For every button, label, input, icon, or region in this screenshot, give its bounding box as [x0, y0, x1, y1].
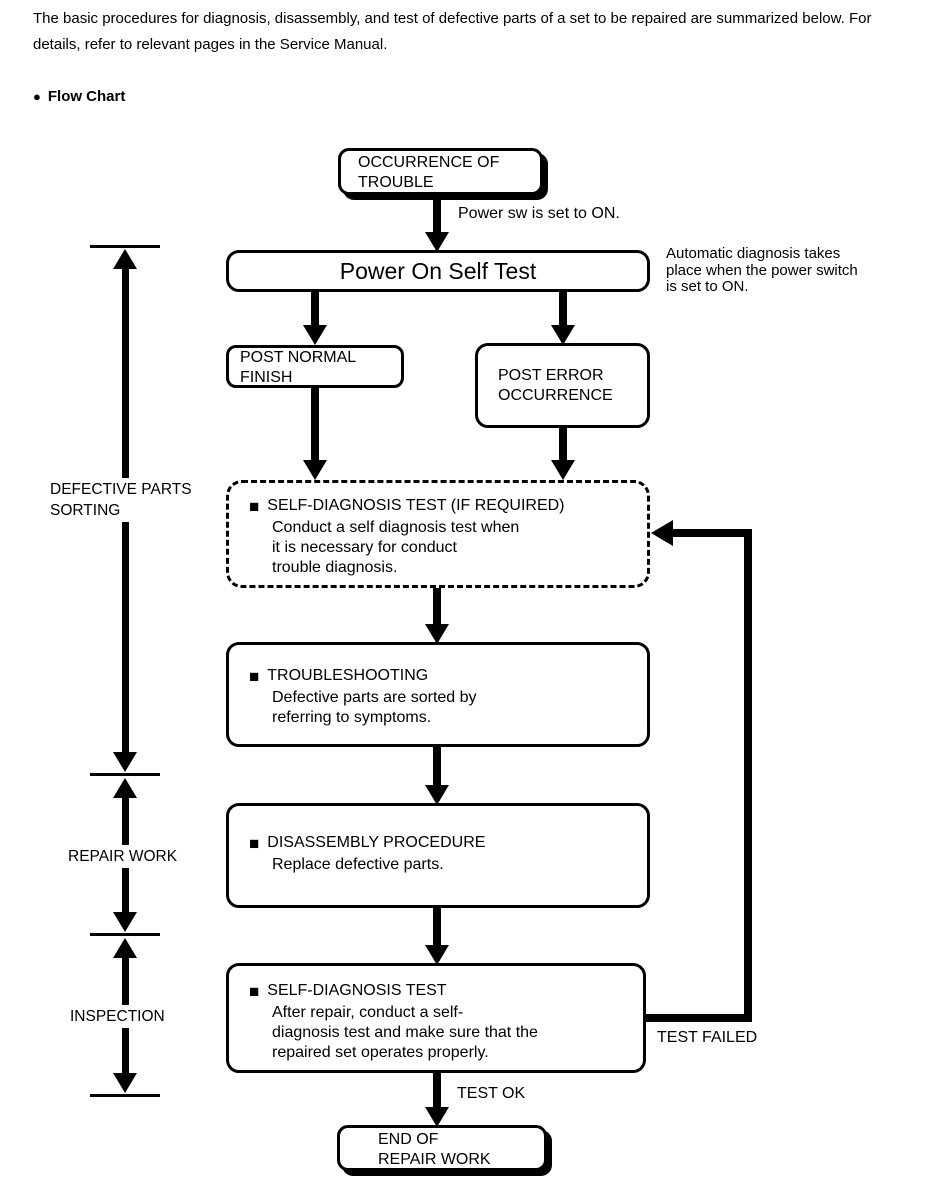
- arrowhead-down-icon: [551, 325, 575, 345]
- arrow-troubleshooting-to-disassembly: [425, 747, 449, 805]
- arrowhead-down-icon: [303, 460, 327, 480]
- occurrence-of-trouble-node: OCCURRENCE OF TROUBLE: [338, 148, 543, 195]
- arrow-post-to-error: [551, 292, 575, 345]
- post-normal-finish-node: POST NORMAL FINISH: [226, 345, 404, 388]
- self-diagnosis-if-required-node: ■ SELF-DIAGNOSIS TEST (IF REQUIRED) Cond…: [226, 480, 650, 588]
- node-title: TROUBLESHOOTING: [267, 667, 429, 684]
- section-label-inspection: INSPECTION: [68, 1005, 167, 1028]
- arrow-selfdiagtest-to-end: [425, 1073, 449, 1127]
- arrow-down-icon: [113, 752, 137, 772]
- arrowhead-down-icon: [425, 232, 449, 252]
- node-title: SELF-DIAGNOSIS TEST: [267, 982, 447, 999]
- black-square-icon: ■: [249, 833, 260, 853]
- arrow-down-icon: [113, 1073, 137, 1093]
- post-error-occurrence-node: POST ERROR OCCURRENCE: [475, 343, 650, 428]
- black-square-icon: ■: [249, 496, 260, 516]
- arrowhead-down-icon: [425, 1107, 449, 1127]
- flow-chart-heading: ● Flow Chart: [33, 88, 125, 105]
- arrow-post-to-normal: [303, 292, 327, 345]
- arrowhead-down-icon: [551, 460, 575, 480]
- arrowhead-down-icon: [303, 325, 327, 345]
- node-title: SELF-DIAGNOSIS TEST (IF REQUIRED): [267, 497, 565, 514]
- self-diagnosis-test-node: ■ SELF-DIAGNOSIS TEST After repair, cond…: [226, 963, 646, 1073]
- section-label-defective-parts-sorting: DEFECTIVE PARTS SORTING: [48, 478, 194, 522]
- black-square-icon: ■: [249, 981, 260, 1001]
- flow-chart-heading-label: Flow Chart: [47, 88, 126, 105]
- arrow-up-icon: [113, 249, 137, 269]
- test-failed-label: TEST FAILED: [657, 1029, 758, 1046]
- tick-mark-2: [90, 773, 160, 776]
- arrow-normal-to-selfdiag: [303, 388, 327, 480]
- power-sw-label: Power sw is set to ON.: [458, 205, 620, 222]
- disassembly-procedure-node: ■ DISASSEMBLY PROCEDURE Replace defectiv…: [226, 803, 650, 908]
- feedback-line-bottom: [645, 1014, 752, 1022]
- tick-mark-3: [90, 933, 160, 936]
- power-on-self-test-node: Power On Self Test: [226, 250, 650, 292]
- black-square-icon: ■: [249, 666, 260, 686]
- tick-mark-bottom: [90, 1094, 160, 1097]
- arrowhead-down-icon: [425, 785, 449, 805]
- section-label-repair-work: REPAIR WORK: [66, 845, 180, 868]
- arrowhead-down-icon: [425, 945, 449, 965]
- intro-paragraph-line-1: The basic procedures for diagnosis, disa…: [33, 10, 872, 27]
- arrow-up-icon: [113, 938, 137, 958]
- end-of-repair-work-node: END OF REPAIR WORK: [337, 1125, 547, 1171]
- tick-mark-top: [90, 245, 160, 248]
- arrowhead-left-icon: [651, 520, 673, 546]
- bullet-icon: ●: [33, 89, 41, 104]
- test-ok-label: TEST OK: [457, 1085, 526, 1102]
- arrow-disassembly-to-selfdiagtest: [425, 908, 449, 965]
- arrow-error-to-selfdiag: [551, 428, 575, 480]
- arrow-up-icon: [113, 778, 137, 798]
- troubleshooting-node: ■ TROUBLESHOOTING Defective parts are so…: [226, 642, 650, 747]
- arrow-start-to-post: [425, 195, 449, 252]
- feedback-line-top: [668, 529, 748, 537]
- node-title: DISASSEMBLY PROCEDURE: [267, 834, 486, 851]
- arrow-down-icon: [113, 912, 137, 932]
- intro-paragraph-line-2: details, refer to relevant pages in the …: [33, 36, 388, 53]
- feedback-line-vertical: [744, 529, 752, 1022]
- automatic-diagnosis-note: Automatic diagnosis takes place when the…: [666, 245, 858, 295]
- arrow-selfdiag-to-troubleshooting: [425, 588, 449, 644]
- arrowhead-down-icon: [425, 624, 449, 644]
